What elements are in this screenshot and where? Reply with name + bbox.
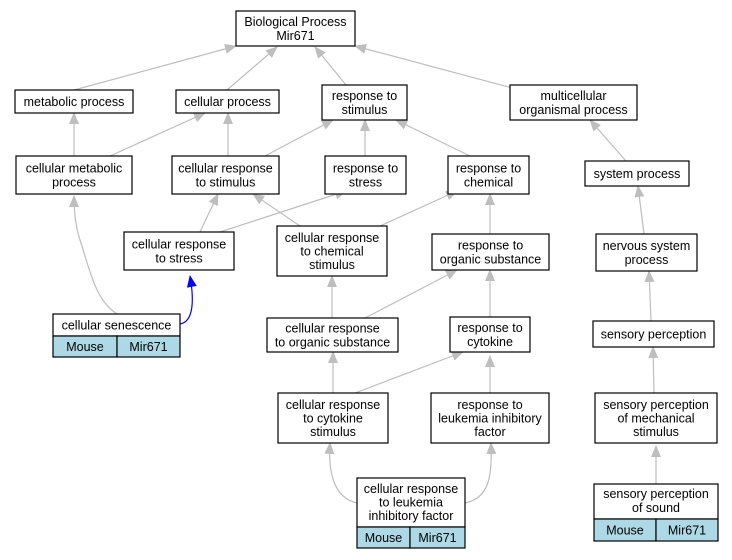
edge-multicellular-to-root bbox=[354, 44, 521, 91]
node-label: of sound bbox=[632, 501, 680, 515]
node-label: sensory perception bbox=[601, 328, 707, 342]
edges bbox=[69, 44, 661, 504]
annotation-gene: Mir671 bbox=[668, 524, 706, 538]
edge-senescence-to-cellular-response-stress bbox=[179, 275, 197, 325]
edge-nervous-system-to-system-process bbox=[634, 185, 645, 235]
edge-cellular-response-chemical-to-cellular-response-stimulus bbox=[252, 193, 301, 227]
node-cellular-response-to-leukemia-inhibitory-factor[interactable]: cellular response to leukemia inhibitory… bbox=[356, 477, 466, 549]
edge-response-to-stimulus-to-root bbox=[314, 46, 347, 86]
annotation-species: Mouse bbox=[606, 524, 644, 538]
edge-senescence-to-cellular-metabolic bbox=[69, 195, 118, 315]
edge-response-chemical-to-response-stimulus bbox=[395, 119, 471, 157]
node-sensory-perception[interactable]: sensory perception bbox=[592, 320, 715, 348]
edge-cellular-response-stress-to-cellular-response-stimulus bbox=[199, 193, 219, 233]
node-label: cellular response bbox=[364, 482, 459, 496]
edge-sensory-perception-to-nervous-system bbox=[644, 270, 655, 322]
edge-cellular-response-lif-to-cellular-response-cytokine bbox=[324, 442, 358, 504]
edge-metabolic-to-root bbox=[73, 44, 237, 91]
edge-cellular-response-cytokine-to-response-cytokine bbox=[354, 351, 464, 394]
edge-cellular-response-stress-to-response-stress bbox=[219, 189, 347, 233]
node-label: cellular senescence bbox=[62, 319, 172, 333]
node-cellular-process[interactable]: cellular process bbox=[175, 89, 280, 114]
annotation-gene: Mir671 bbox=[129, 340, 167, 354]
annotation-species: Mouse bbox=[365, 531, 403, 545]
edge-sensory-mechanical-to-sensory-perception bbox=[648, 346, 659, 394]
edge-cellular-response-stimulus-to-response-stimulus bbox=[264, 119, 334, 157]
annotation-gene: Mir671 bbox=[418, 531, 456, 545]
node-label: sensory perception bbox=[603, 487, 709, 501]
node-label: metabolic process bbox=[24, 95, 125, 109]
annotation-species: Mouse bbox=[66, 340, 104, 354]
edge-cellular-response-organic-to-response-organic bbox=[364, 269, 458, 319]
node-label: inhibitory factor bbox=[369, 509, 454, 523]
edge-system-process-to-multicellular bbox=[589, 119, 627, 162]
edge-cellular-response-lif-to-response-lif bbox=[464, 442, 497, 504]
node-cellular-senescence[interactable]: cellular senescence Mouse Mir671 bbox=[52, 313, 181, 358]
node-label: to leukemia bbox=[379, 496, 443, 510]
node-system-process[interactable]: system process bbox=[584, 160, 690, 187]
annotated-leaf-nodes: cellular senescence Mouse Mir671 cellula… bbox=[52, 313, 719, 549]
node-metabolic-process[interactable]: metabolic process bbox=[14, 89, 134, 114]
node-label: system process bbox=[594, 167, 681, 181]
node-label: cellular process bbox=[184, 95, 271, 109]
edge-cellular-metabolic-to-cellular bbox=[109, 112, 206, 157]
edge-cellular-to-root bbox=[226, 46, 278, 91]
edge-cellular-response-chemical-to-response-chemical bbox=[379, 190, 458, 227]
node-sensory-perception-of-sound[interactable]: sensory perception of sound Mouse Mir671 bbox=[593, 483, 719, 542]
